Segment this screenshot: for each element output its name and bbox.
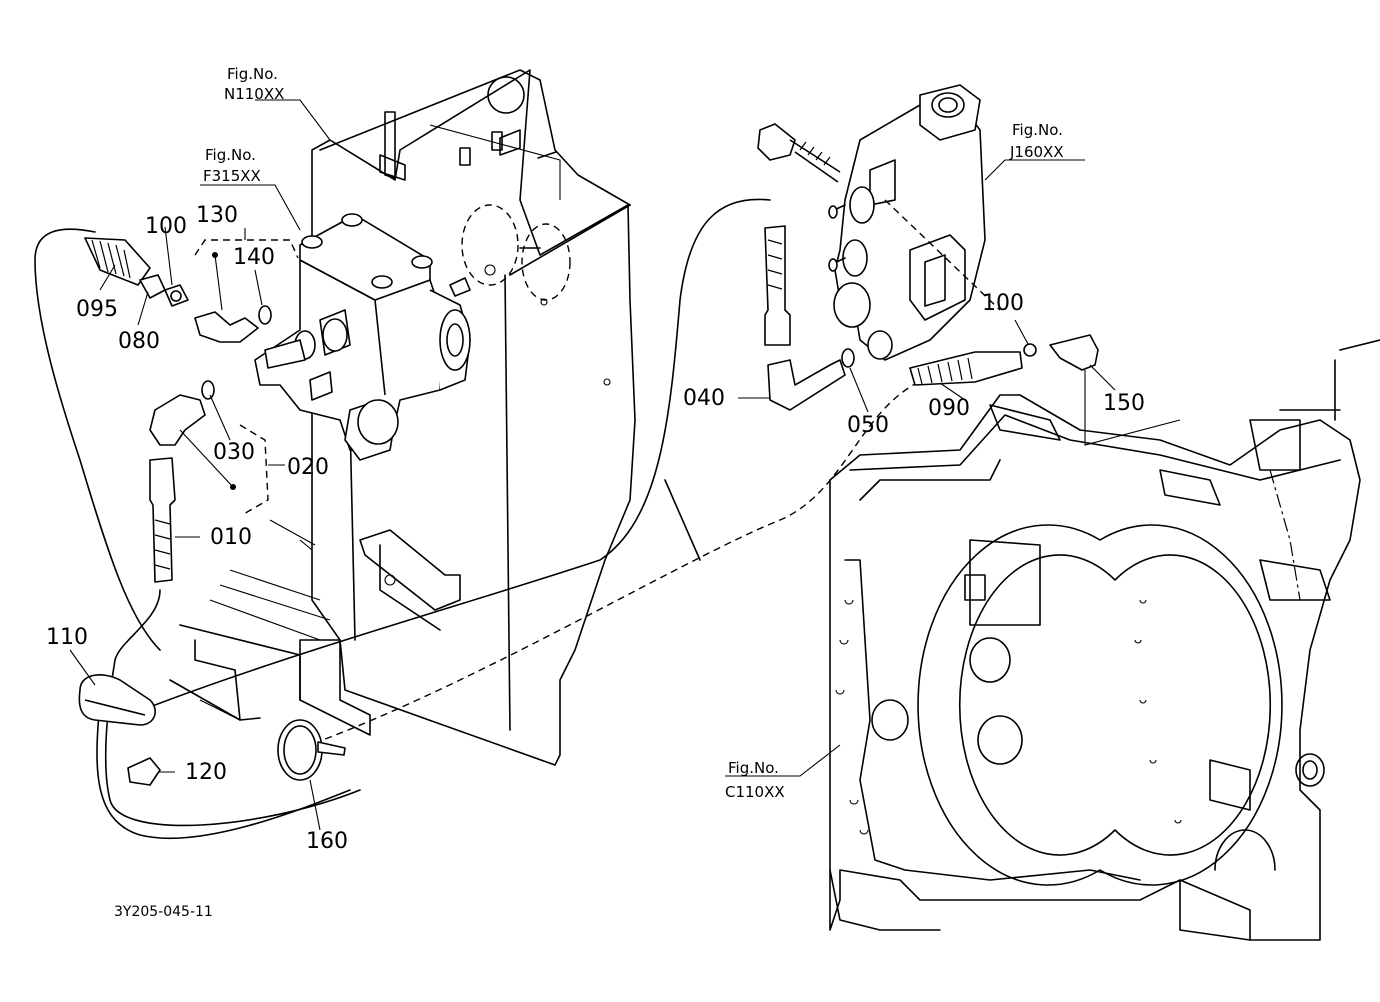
figure-ref-number: C110XX (725, 783, 785, 801)
drawing-code: 3Y205-045-11 (114, 904, 213, 920)
part-callouts: 130 100 140 095 080 030 020 010 110 120 … (46, 203, 1145, 854)
callout-140: 140 (233, 245, 275, 270)
figure-ref-label: Fig.No. (205, 146, 256, 164)
callout-090: 090 (928, 396, 970, 421)
control-valve (254, 213, 471, 461)
figure-ref-label: Fig.No. (227, 65, 278, 83)
callout-010: 010 (210, 525, 252, 550)
mounting-panel (169, 69, 636, 766)
callout-100-right: 100 (982, 291, 1024, 316)
callout-050: 050 (847, 413, 889, 438)
leader-lines (69, 99, 1181, 831)
transmission-case (829, 339, 1380, 941)
hose-assembly (34, 198, 1099, 840)
figure-ref-f315xx: Fig.No. F315XX (203, 146, 261, 185)
callout-120: 120 (185, 760, 227, 785)
callout-040: 040 (683, 386, 725, 411)
auxiliary-valve (757, 84, 1001, 361)
figure-ref-number: J160XX (1009, 143, 1064, 161)
figure-ref-label: Fig.No. (1012, 121, 1063, 139)
callout-100-left: 100 (145, 214, 187, 239)
figure-ref-label: Fig.No. (728, 759, 779, 777)
figure-ref-j160xx: Fig.No. J160XX (1009, 121, 1064, 161)
callout-095: 095 (76, 297, 118, 322)
callout-130: 130 (196, 203, 238, 228)
callout-020: 020 (287, 455, 329, 480)
callout-160: 160 (306, 829, 348, 854)
figure-ref-c110xx: Fig.No. C110XX (725, 759, 785, 801)
callout-110: 110 (46, 625, 88, 650)
callout-030: 030 (213, 440, 255, 465)
figure-ref-number: N110XX (224, 85, 284, 103)
callout-150: 150 (1103, 391, 1145, 416)
figure-ref-n110xx: Fig.No. N110XX (224, 65, 284, 103)
figure-ref-number: F315XX (203, 167, 261, 185)
callout-080: 080 (118, 329, 160, 354)
